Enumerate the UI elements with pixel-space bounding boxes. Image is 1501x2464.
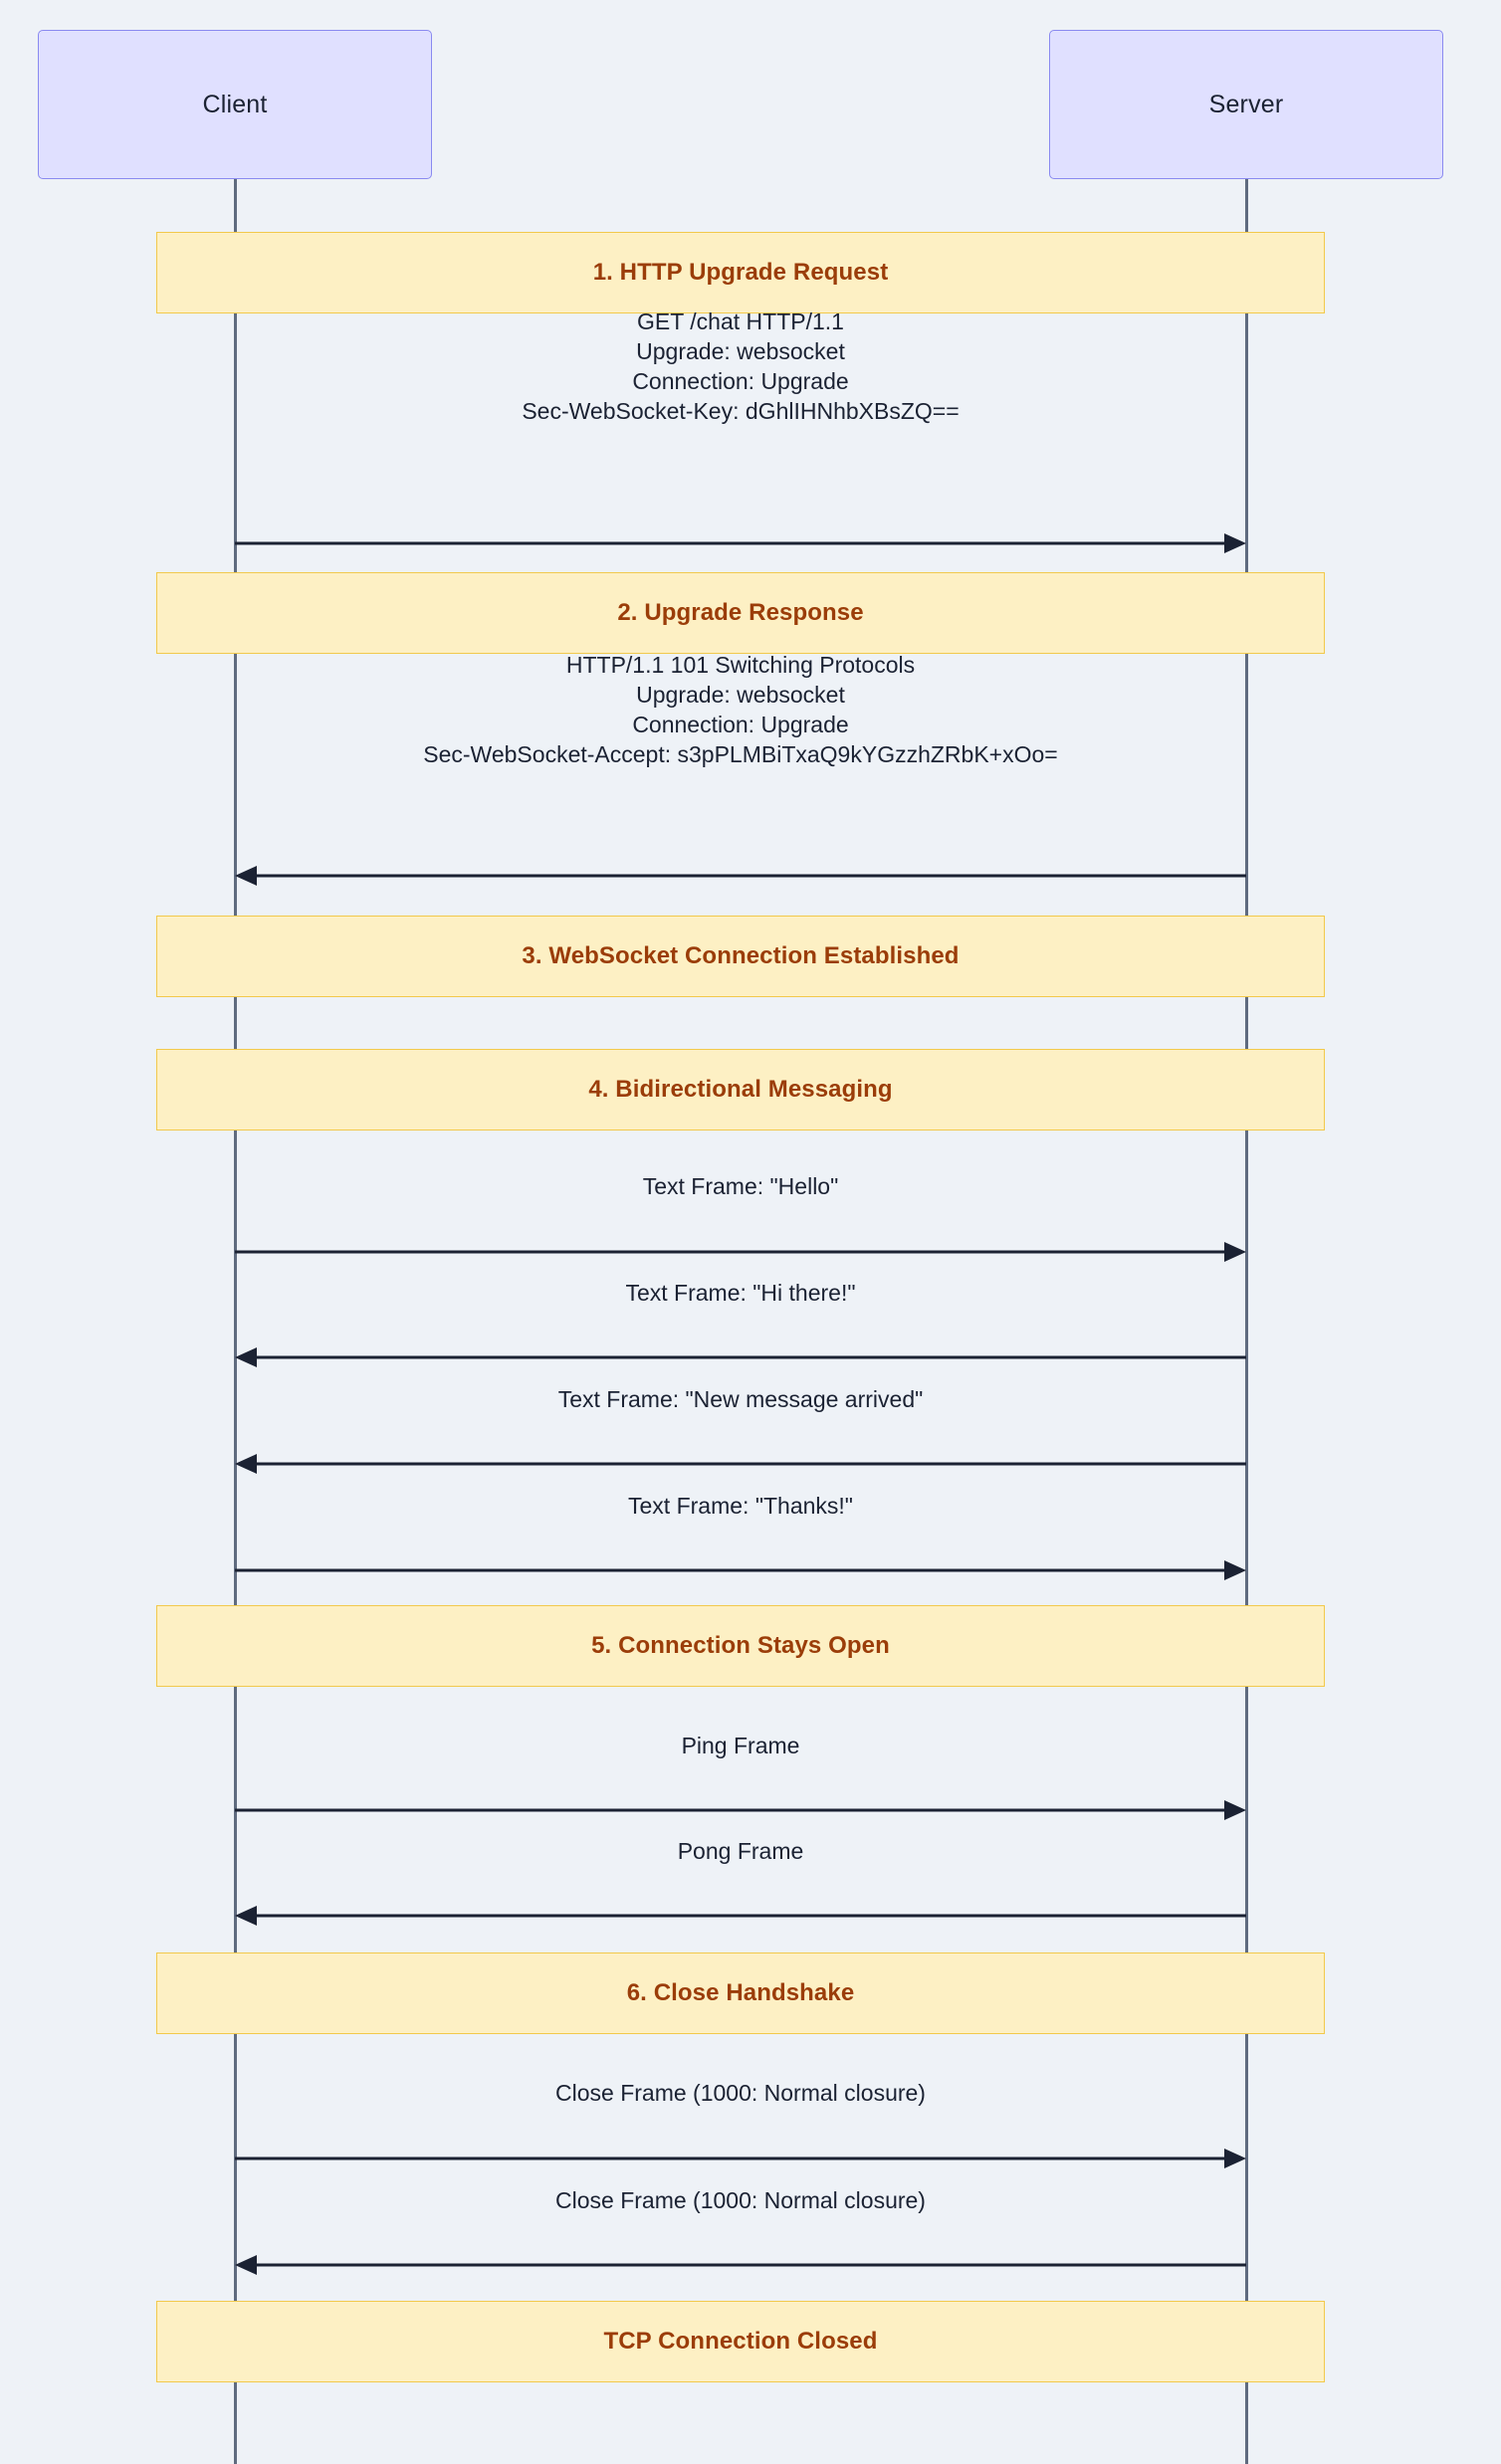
message-arrow-1-right xyxy=(235,533,1246,553)
message-label-5: Text Frame: "New message arrived" xyxy=(557,1386,924,1412)
message-arrow-2-left xyxy=(235,866,1246,886)
section-note-label: 6. Close Handshake xyxy=(626,1979,855,2006)
message-label-10: Close Frame (1000: Normal closure) xyxy=(555,2187,926,2213)
message-arrow-6-right xyxy=(235,1560,1246,1580)
section-note-5[interactable]: 5. Connection Stays Open xyxy=(156,1605,1325,1687)
section-note-label: 4. Bidirectional Messaging xyxy=(588,1076,893,1103)
message-arrow-7-right xyxy=(235,1800,1246,1820)
message-arrow-3-right xyxy=(235,1242,1246,1262)
message-label-6: Text Frame: "Thanks!" xyxy=(628,1493,853,1519)
message-label-8: Pong Frame xyxy=(677,1838,804,1864)
message-label-4: Text Frame: "Hi there!" xyxy=(625,1280,856,1306)
message-label-3: Text Frame: "Hello" xyxy=(642,1173,839,1199)
lifeline-server xyxy=(1244,179,1248,2464)
message-label-9: Close Frame (1000: Normal closure) xyxy=(555,2080,926,2106)
lifeline-client xyxy=(233,179,237,2464)
message-arrow-8-left xyxy=(235,1906,1246,1926)
message-label-2: HTTP/1.1 101 Switching Protocols Upgrade… xyxy=(423,652,1058,767)
section-note-2[interactable]: 2. Upgrade Response xyxy=(156,572,1325,654)
participant-server[interactable]: Server xyxy=(1049,30,1443,179)
message-arrow-10-left xyxy=(235,2255,1246,2275)
message-arrow-5-left xyxy=(235,1454,1246,1474)
message-arrow-4-left xyxy=(235,1347,1246,1367)
participant-label-client: Client xyxy=(202,90,268,118)
participant-client[interactable]: Client xyxy=(38,30,432,179)
section-note-6[interactable]: 6. Close Handshake xyxy=(156,1952,1325,2034)
section-note-label: 1. HTTP Upgrade Request xyxy=(592,259,889,286)
section-note-1[interactable]: 1. HTTP Upgrade Request xyxy=(156,232,1325,313)
section-note-label: TCP Connection Closed xyxy=(603,2328,878,2355)
message-label-1: GET /chat HTTP/1.1 Upgrade: websocket Co… xyxy=(522,308,960,424)
section-note-4[interactable]: 4. Bidirectional Messaging xyxy=(156,1049,1325,1130)
section-note-7[interactable]: TCP Connection Closed xyxy=(156,2301,1325,2382)
section-note-label: 5. Connection Stays Open xyxy=(591,1632,890,1659)
section-note-3[interactable]: 3. WebSocket Connection Established xyxy=(156,916,1325,997)
message-label-7: Ping Frame xyxy=(681,1733,800,1758)
participant-label-server: Server xyxy=(1208,90,1284,118)
section-note-label: 2. Upgrade Response xyxy=(617,599,864,626)
section-note-label: 3. WebSocket Connection Established xyxy=(522,942,960,969)
message-arrow-9-right xyxy=(235,2149,1246,2168)
